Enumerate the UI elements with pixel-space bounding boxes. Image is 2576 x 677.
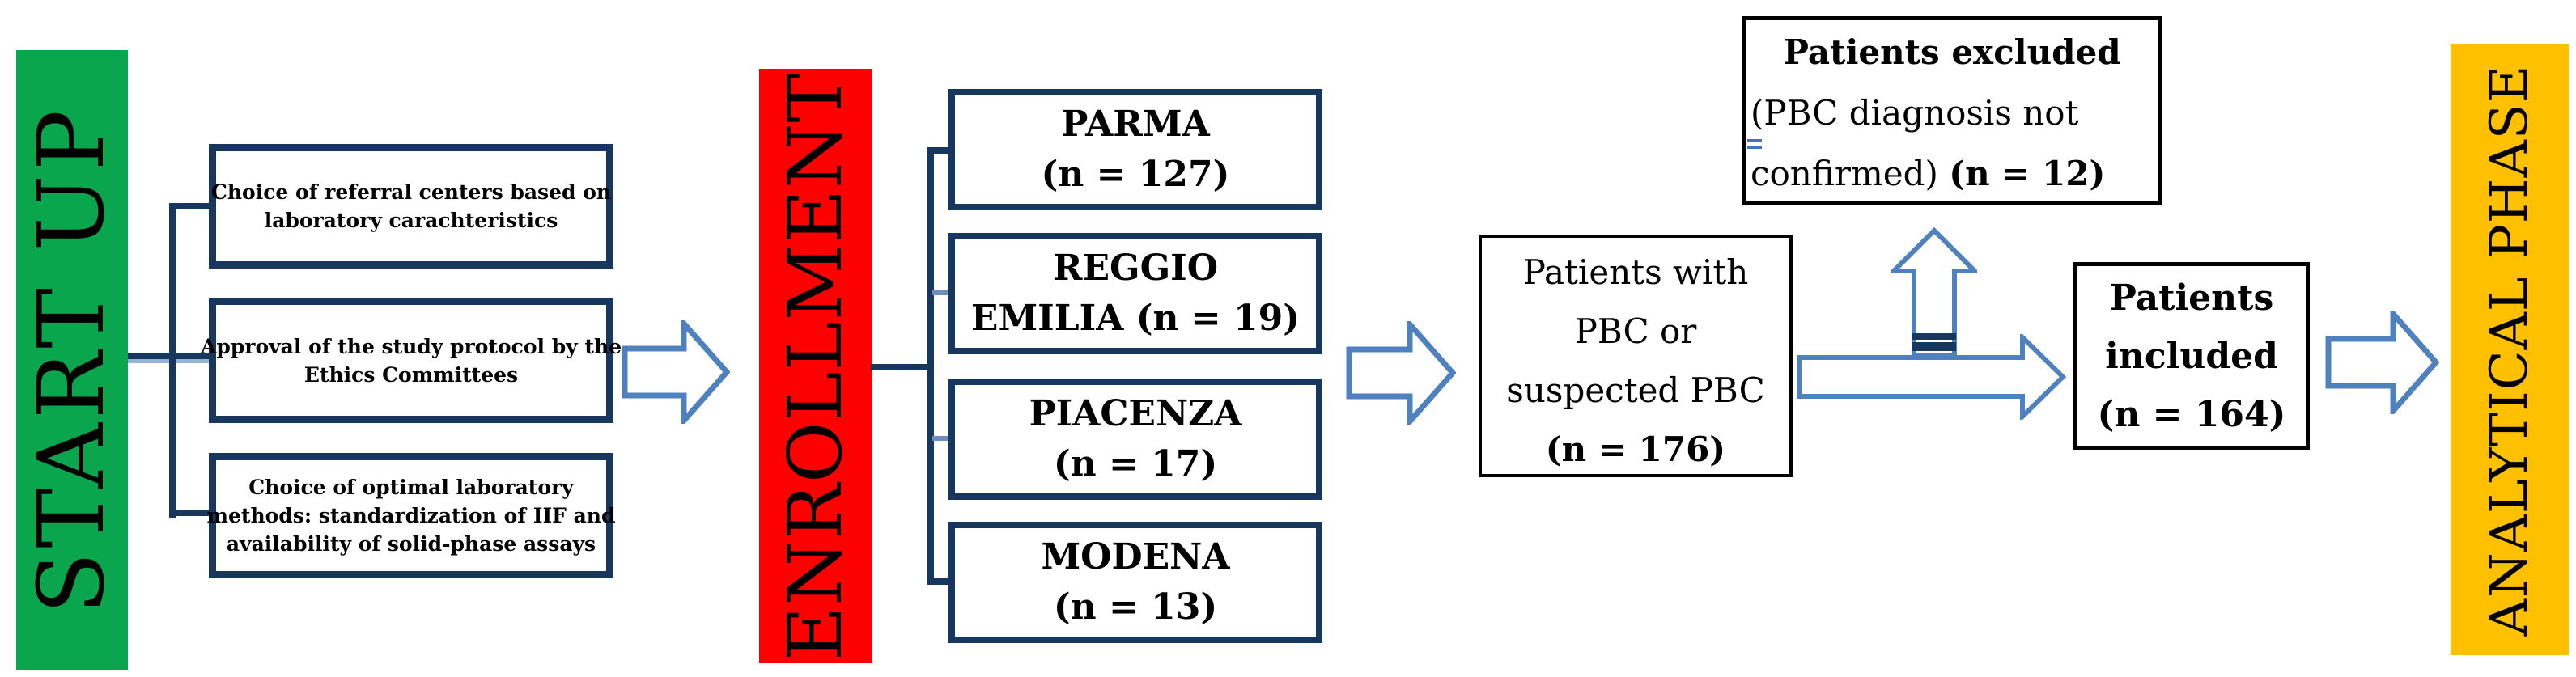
task-text-line: Ethics Committees — [303, 362, 519, 387]
stage-start-up-banner: START UP — [16, 50, 128, 670]
center-box-modena: MODENA (n = 13) — [948, 522, 1322, 643]
up-arrow-base-bar — [1912, 342, 1956, 351]
center-box-piacenza: PIACENZA (n = 17) — [948, 379, 1322, 500]
enrollment-bracket-branch-parma — [927, 147, 952, 154]
stage-analytical-phase-label: ANALYTICAL PHASE — [2480, 64, 2540, 636]
included-text-line: Patients — [2109, 277, 2274, 319]
flow-arrow-right-icon — [2325, 311, 2439, 414]
center-box-reggio-emilia: REGGIO EMILIA (n = 19) — [948, 233, 1322, 354]
flow-arrow-right-icon — [622, 320, 730, 424]
excluded-box-patients-excluded: Patients excluded (PBC diagnosis not con… — [1742, 16, 2162, 205]
enrollment-bracket-branch-piacenza — [932, 436, 952, 441]
excluded-count: (n = 12) — [1949, 154, 2106, 193]
pool-text-line: PBC or — [1574, 311, 1697, 351]
task-text-line: methods: standardization of IIF and — [206, 504, 616, 527]
center-name: REGGIO — [1052, 248, 1219, 289]
center-count: (n = 17) — [1053, 443, 1218, 484]
pool-text-line: Patients with — [1522, 252, 1749, 292]
stage-enrollment-banner: ENROLLMENT — [759, 69, 872, 663]
startup-bracket-branch-bottom — [169, 510, 211, 516]
enrollment-bracket-branch-reggio — [932, 290, 952, 295]
enrollment-bracket-vertical-line — [927, 147, 934, 585]
task-box-referral-centers: Choice of referral centers based on labo… — [209, 144, 613, 269]
task-text-line: availability of solid-phase assays — [226, 532, 596, 556]
stage-start-up-label: START UP — [19, 105, 125, 615]
task-text-line: Choice of referral centers based on — [210, 180, 612, 204]
flow-arrow-up-icon — [1891, 227, 1977, 358]
task-text-line: Choice of optimal laboratory — [248, 476, 574, 499]
excluded-text-confirmed: confirmed) — [1751, 154, 1938, 193]
up-arrow-base-bar — [1912, 333, 1956, 340]
task-text-line: laboratory carachteristics — [264, 209, 558, 232]
flow-arrow-right-icon — [1346, 321, 1456, 425]
center-count: (n = 13) — [1053, 586, 1218, 628]
pool-text-line: suspected PBC — [1506, 370, 1765, 410]
included-text-line: included — [2105, 336, 2278, 377]
included-count: (n = 164) — [2097, 394, 2286, 435]
included-box-patients-included: Patients included (n = 164) — [2073, 262, 2310, 450]
excluded-title: Patients excluded — [1783, 32, 2121, 72]
pool-box-patients-with-pbc: Patients with PBC or suspected PBC (n = … — [1479, 235, 1793, 477]
startup-bracket-branch-top — [169, 203, 211, 209]
startup-bracket-vertical-line — [169, 203, 176, 518]
flow-arrow-long-right-icon — [1797, 334, 2067, 420]
center-count: EMILIA (n = 19) — [970, 298, 1301, 339]
center-name: MODENA — [1041, 536, 1230, 578]
center-name: PIACENZA — [1029, 393, 1242, 434]
task-box-laboratory-methods: Choice of optimal laboratory methods: st… — [206, 453, 616, 578]
spellcheck-mark-icon — [1747, 139, 1762, 149]
center-name: PARMA — [1061, 104, 1210, 145]
stage-analytical-phase-banner: ANALYTICAL PHASE — [2451, 44, 2569, 655]
excluded-text-line: confirmed) (n = 12) — [1751, 143, 2154, 204]
enrollment-bracket-feed-line — [871, 364, 932, 370]
pool-count: (n = 176) — [1545, 429, 1726, 469]
excluded-text-line: (PBC diagnosis not — [1751, 93, 2079, 133]
center-count: (n = 127) — [1041, 154, 1230, 195]
center-box-parma: PARMA (n = 127) — [948, 89, 1322, 210]
task-box-ethics-approval: Approval of the study protocol by the Et… — [201, 298, 622, 423]
stage-enrollment-label: ENROLLMENT — [772, 71, 859, 661]
enrollment-bracket-branch-modena — [927, 578, 952, 585]
task-text-line: Approval of the study protocol by the — [200, 334, 622, 358]
